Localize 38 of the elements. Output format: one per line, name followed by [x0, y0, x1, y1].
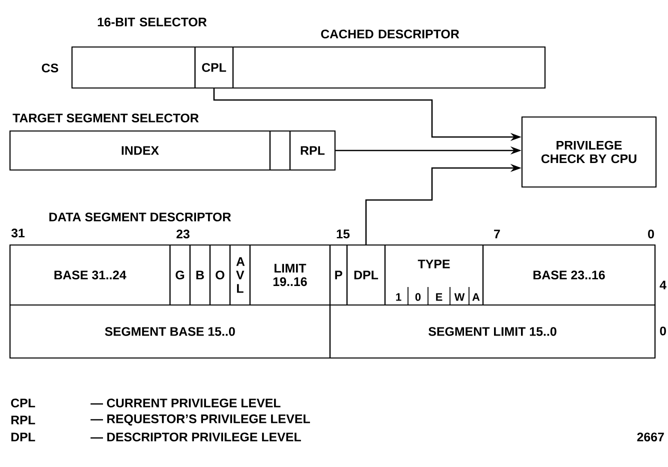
definition: — CURRENT PRIVILEGE LEVEL	[90, 398, 280, 408]
heading: TARGET SEGMENT SELECTOR	[12, 114, 199, 122]
bit-field: 1	[396, 293, 402, 301]
definition: — REQUESTOR’S PRIVILEGE LEVEL	[90, 414, 310, 426]
node-label: CACHED DESCRIPTOR	[321, 30, 460, 38]
bit-field: 0	[415, 293, 421, 301]
descriptor-field: B	[189, 244, 211, 306]
abbreviation: DPL	[11, 432, 36, 442]
descriptor-field: BASE 31..24	[9, 244, 171, 306]
byte-offset: 0	[660, 326, 666, 336]
descriptor-field: SEGMENT LIMIT 15..0	[329, 304, 656, 359]
register-field: CACHED DESCRIPTOR	[232, 30, 546, 89]
process-box: PRIVILEGE CHECK BY CPU	[521, 116, 657, 188]
register-field: CPL	[194, 46, 234, 89]
descriptor-field: DPL	[346, 244, 386, 306]
definition: — DESCRIPTOR PRIVILEGE LEVEL	[90, 432, 301, 442]
descriptor-field: SEGMENT BASE 15..0	[9, 304, 331, 359]
descriptor-field: O	[209, 244, 231, 306]
register-label: CS	[42, 64, 58, 72]
abbreviation: RPL	[11, 416, 36, 424]
selector-field	[269, 130, 291, 171]
bit-number: 23	[176, 230, 190, 238]
bit-field: A	[472, 293, 480, 301]
bit-field: W	[454, 293, 465, 301]
bit-number: 15	[336, 230, 350, 238]
byte-offset: 4	[660, 280, 666, 290]
descriptor-field: P	[329, 244, 348, 306]
node-label: 16-BIT SELECTOR	[98, 18, 207, 26]
descriptor-field: A V L	[229, 244, 251, 306]
descriptor-field: G	[169, 244, 191, 306]
bit-field: E	[436, 293, 442, 301]
selector-field: RPL	[289, 130, 336, 171]
heading: DATA SEGMENT DESCRIPTOR	[49, 212, 231, 222]
figure-number: 2667	[637, 432, 664, 442]
descriptor-field: BASE 23..16	[482, 244, 656, 306]
abbreviation: CPL	[11, 398, 36, 408]
descriptor-field: LIMIT 19..16	[249, 244, 331, 306]
selector-field: INDEX	[9, 130, 271, 171]
